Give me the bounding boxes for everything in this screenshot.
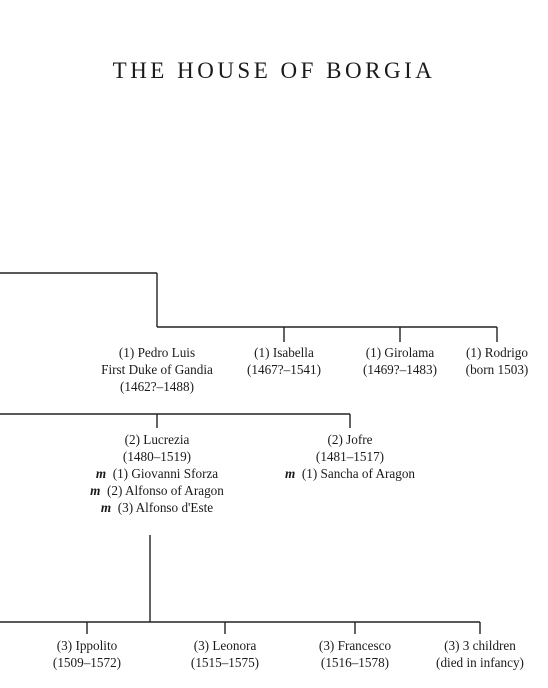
spouse-name: (2) Alfonso of Aragon (107, 483, 224, 498)
person-dates: (1481–1517) (315, 449, 385, 464)
person-dates: (born 1503) (465, 362, 529, 377)
person-dates: (1469?–1483) (363, 362, 437, 377)
person-pedro-luis: (1) Pedro Luis First Duke of Gandia (146… (101, 344, 213, 395)
person-name: (3) Francesco (318, 638, 392, 653)
person-rodrigo: (1) Rodrigo (born 1503) (466, 344, 529, 378)
person-isabella: (1) Isabella (1467?–1541) (247, 344, 321, 378)
person-name: (3) 3 children (444, 638, 516, 653)
person-note: (died in infancy) (436, 655, 524, 670)
person-name: (1) Girolama (365, 345, 435, 360)
person-dates: (1516–1578) (320, 655, 390, 670)
person-name: (1) Isabella (254, 345, 314, 360)
spouse-name: (1) Giovanni Sforza (112, 466, 219, 481)
person-dates: (1515–1575) (190, 655, 260, 670)
marriage-marker: m (284, 466, 296, 481)
person-dates: (1509–1572) (52, 655, 122, 670)
marriage-marker: m (100, 500, 112, 515)
person-name: (1) Rodrigo (466, 345, 528, 360)
person-jofre: (2) Jofre (1481–1517) m (1) Sancha of Ar… (285, 431, 415, 482)
person-dates: (1480–1519) (122, 449, 192, 464)
person-name: (3) Leonora (193, 638, 257, 653)
marriage-entry: m (1) Sancha of Aragon (285, 465, 415, 482)
person-three-children: (3) 3 children (died in infancy) (436, 637, 524, 671)
marriage-entry: m (3) Alfonso d'Este (90, 499, 224, 516)
person-lucrezia: (2) Lucrezia (1480–1519) m (1) Giovanni … (90, 431, 224, 516)
spouse-name: (1) Sancha of Aragon (301, 466, 416, 481)
page-title: THE HOUSE OF BORGIA (112, 58, 436, 83)
person-title: First Duke of Gandia (101, 362, 213, 377)
marriage-marker: m (90, 483, 101, 498)
person-name: (2) Jofre (327, 432, 373, 447)
spouse-name: (3) Alfonso d'Este (117, 500, 214, 515)
marriage-entry: m (2) Alfonso of Aragon (90, 482, 224, 499)
person-girolama: (1) Girolama (1469?–1483) (363, 344, 437, 378)
person-name: (2) Lucrezia (124, 432, 190, 447)
person-name: (3) Ippolito (56, 638, 118, 653)
person-leonora: (3) Leonora (1515–1575) (191, 637, 259, 671)
marriage-entry: m (1) Giovanni Sforza (90, 465, 224, 482)
person-ippolito: (3) Ippolito (1509–1572) (53, 637, 121, 671)
person-name: (1) Pedro Luis (118, 345, 196, 360)
marriage-marker: m (95, 466, 107, 481)
person-francesco: (3) Francesco (1516–1578) (319, 637, 391, 671)
person-dates: (1467?–1541) (247, 362, 321, 377)
person-dates: (1462?–1488) (120, 379, 194, 394)
